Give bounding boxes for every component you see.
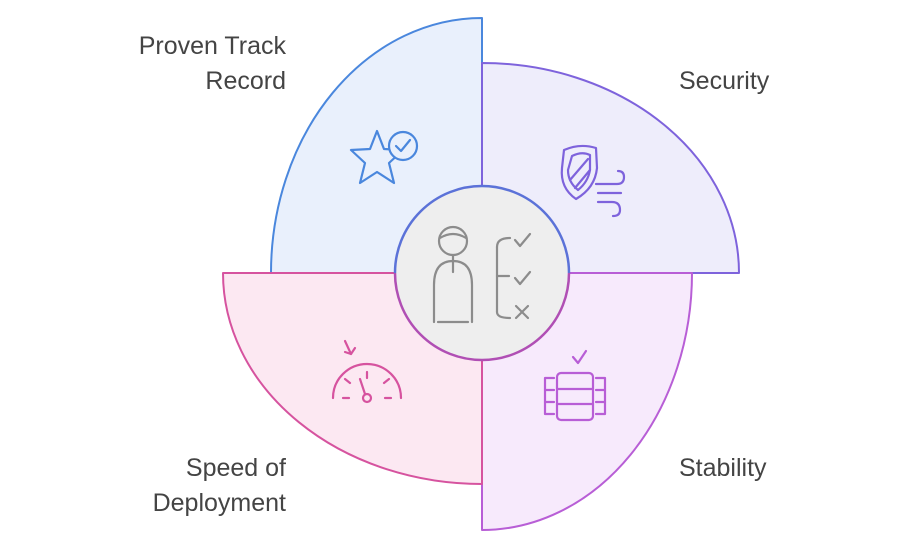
speedometer-icon [331, 339, 403, 404]
label-line: Security [679, 67, 770, 95]
label-line: Record [205, 67, 286, 95]
star-check-icon [349, 129, 419, 185]
person-checklist-icon [432, 225, 532, 324]
server-rack-check-icon [543, 349, 607, 422]
shield-wind-icon [560, 144, 626, 218]
label-line: Proven Track [138, 32, 286, 60]
label-line: Speed of [185, 454, 286, 482]
label-security: Security [679, 64, 879, 99]
label-line: Deployment [152, 489, 286, 517]
label-line: Stability [679, 454, 767, 482]
label-stability: Stability [679, 451, 879, 486]
label-proven-track-record: Proven Track Record [60, 29, 286, 99]
label-speed-of-deployment: Speed of Deployment [60, 451, 286, 521]
center-hub [393, 184, 571, 362]
